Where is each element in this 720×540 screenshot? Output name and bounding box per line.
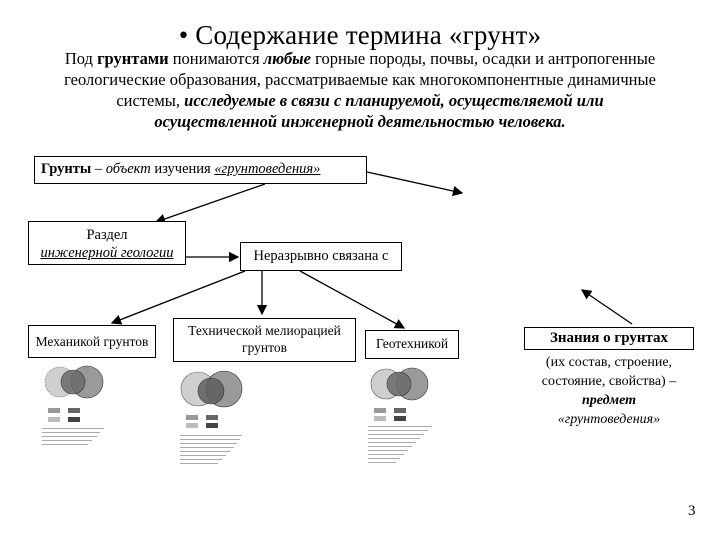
- figure-venn-1: [42, 365, 104, 445]
- page-number: 3: [688, 503, 696, 519]
- geotechnics-box: Геотехникой: [365, 330, 459, 359]
- arrow-to-mechanics: [110, 270, 246, 325]
- razdel-box: Раздел инженерной геологии: [28, 221, 186, 265]
- arrow-subject-right: [366, 171, 464, 197]
- definition-paragraph: Под грунтами понимаются любые горные пор…: [20, 48, 700, 132]
- arrow-subject-to-razdel: [154, 183, 266, 224]
- paragraph-line-2: геологические образования, рассматриваем…: [64, 70, 656, 89]
- figure-venn-2: [180, 370, 243, 464]
- nerazryvno-box: Неразрывно связана с: [240, 242, 402, 271]
- arrow-knowledge-up: [580, 289, 633, 325]
- paragraph-line-4: осуществленной инженерной деятельностью …: [154, 112, 566, 131]
- arrow-to-geotech: [299, 270, 406, 329]
- subject-box: Грунты – объект изучения «грунтоведения»: [34, 156, 367, 184]
- mechanics-box: Механикой грунтов: [28, 325, 156, 358]
- slide-title: • Содержание термина «грунт»: [178, 20, 542, 50]
- paragraph-line-3: системы, исследуемые в связи с планируем…: [116, 91, 604, 110]
- knowledge-box: Знания о грунтах: [524, 327, 694, 350]
- melioration-box: Технической мелиорацией грунтов: [173, 318, 356, 362]
- figure-venn-3: [368, 367, 432, 463]
- knowledge-description: (их состав, строение, состояние, свойств…: [541, 355, 677, 427]
- paragraph-line-1: Под грунтами понимаются любые горные пор…: [64, 49, 656, 68]
